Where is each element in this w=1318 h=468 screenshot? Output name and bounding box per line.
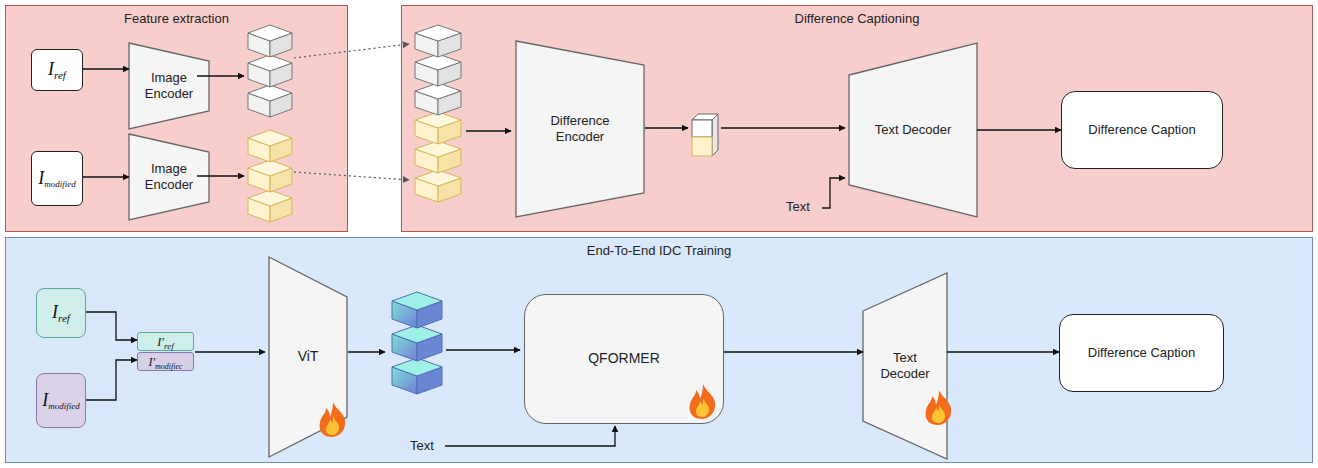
node-label: Image Encoder	[129, 161, 209, 194]
cube-face	[248, 130, 292, 146]
trapezoid-shape	[863, 273, 947, 459]
node-label: Text Decoder	[875, 122, 952, 138]
trapezoid-shape	[516, 41, 644, 217]
output-box: Difference Caption	[1061, 91, 1223, 169]
dotted-links	[294, 44, 409, 180]
image-symbol: I′	[148, 355, 155, 369]
trapezoid-shape	[269, 257, 347, 457]
section-panel: Difference CaptioningDifference EncoderT…	[401, 5, 1313, 232]
connector	[947, 351, 1059, 352]
node-label: Text Decoder	[875, 350, 935, 383]
feature-stacks	[248, 25, 461, 394]
output-box: Difference Caption	[1059, 314, 1224, 392]
input-image: Imodified	[36, 373, 86, 428]
input-image: Iref	[36, 288, 86, 338]
input-image: Iref	[31, 49, 83, 91]
augmented-image: I′ref	[137, 332, 194, 351]
section-panel: End-To-End IDC TrainingIrefImodifiedI′re…	[5, 237, 1313, 463]
feature-vector	[692, 114, 718, 156]
cube-face	[415, 25, 461, 41]
trainable-icon	[690, 384, 716, 419]
symbol-label: Imodified	[42, 390, 80, 411]
encoder-block: Image Encoder	[129, 43, 209, 129]
cube-face	[392, 292, 442, 310]
node-label: QFORMER	[588, 350, 660, 368]
decoder-block: Text Decoder	[849, 43, 977, 217]
trainable-icon	[926, 390, 952, 425]
image-symbol: I	[42, 390, 48, 410]
symbol-label: I′ref	[157, 332, 173, 351]
connector	[83, 176, 129, 177]
symbol-label: Iref	[52, 302, 70, 324]
image-symbol: I	[48, 59, 54, 79]
node-label: ViT	[298, 348, 319, 366]
image-subscript: ref	[54, 69, 66, 81]
image-subscript: ref	[58, 312, 70, 324]
input-label: Text	[410, 438, 434, 453]
symbol-label: I′modifiec	[148, 352, 182, 371]
trapezoid-shape	[129, 134, 209, 220]
image-subscript: modified	[44, 179, 76, 189]
connector	[83, 68, 129, 69]
node-label: Image Encoder	[129, 70, 209, 103]
augmented-image: I′modifiec	[137, 352, 194, 371]
image-subscript: modified	[48, 401, 80, 411]
panel-title: Difference Captioning	[402, 11, 1312, 27]
symbol-label: Imodified	[38, 168, 76, 189]
symbol-label: Iref	[48, 59, 66, 81]
node-label: Difference Caption	[1088, 345, 1195, 361]
encoder-block: Difference Encoder	[516, 41, 644, 217]
section-panel: Feature extractionIrefImage EncoderImodi…	[5, 5, 348, 232]
image-symbol: I	[38, 168, 44, 188]
trapezoid-shape	[129, 43, 209, 129]
panel-title: Feature extraction	[6, 11, 347, 27]
flow-arrows	[195, 76, 845, 446]
connector	[86, 312, 137, 340]
input-label: Text	[786, 199, 810, 214]
connector	[86, 360, 137, 400]
image-symbol: I	[52, 302, 58, 322]
connector	[724, 351, 863, 352]
decoder-block: Text Decoder	[863, 273, 947, 459]
image-subscript: ref	[164, 341, 174, 351]
image-symbol: I′	[157, 335, 164, 349]
input-image: Imodified	[31, 151, 83, 206]
connector	[977, 129, 1061, 130]
trainable-icon	[320, 402, 346, 437]
panel-title: End-To-End IDC Training	[6, 243, 1312, 259]
node-label: Difference Encoder	[538, 113, 622, 146]
node-label: Difference Caption	[1088, 122, 1195, 138]
encoder-block: Image Encoder	[129, 134, 209, 220]
image-subscript: modifiec	[155, 362, 183, 371]
cube-face	[248, 25, 292, 41]
trapezoid-shape	[849, 43, 977, 217]
